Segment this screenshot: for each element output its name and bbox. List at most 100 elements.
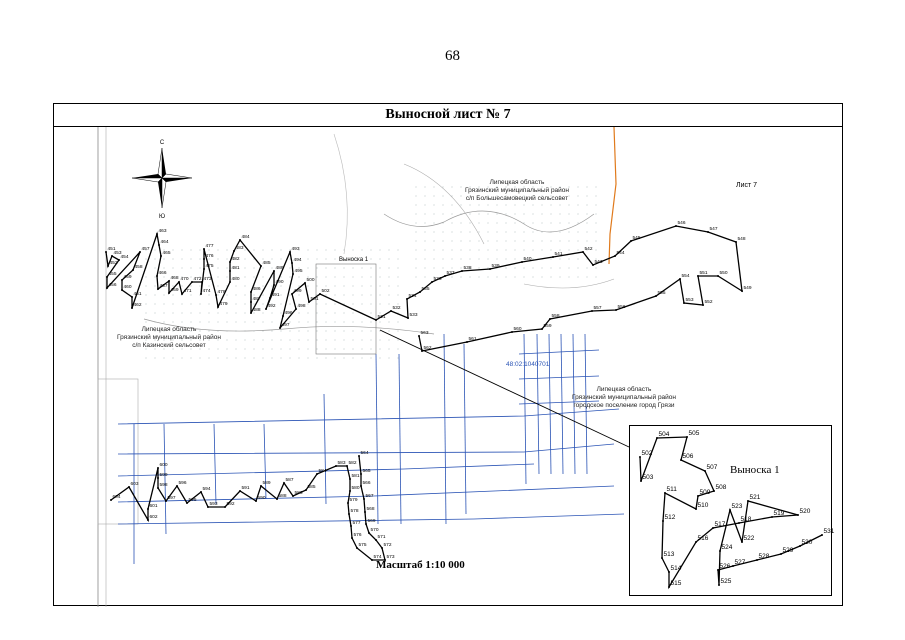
boundary-point-559 [541,328,543,330]
point-label-498: 498 [298,303,306,309]
point-label-504: 504 [659,431,670,438]
boundary-point-475 [203,268,205,270]
boundary-point-494 [291,262,293,264]
compass-south: Ю [159,214,165,220]
boundary-point-554 [679,278,681,280]
boundary-point-482 [229,261,231,263]
boundary-point-584 [316,473,318,475]
point-label-540: 540 [524,256,532,262]
boundary-point-544 [614,255,616,257]
point-label-600: 600 [160,462,168,468]
point-label-524: 524 [722,544,733,551]
boundary-point-455 [106,276,108,278]
boundary-point-503 [640,480,642,482]
boundary-point-602 [147,519,149,521]
boundary-point-517 [712,527,714,529]
upper-boundary: 4514524534544554564574584594604614624634… [105,220,752,352]
boundary-point-600 [157,467,159,469]
point-label-493: 493 [292,246,300,252]
boundary-point-569 [365,523,367,525]
boundary-point-530 [799,545,801,547]
point-label-502: 502 [642,450,653,457]
point-label-521: 521 [750,494,761,501]
boundary-point-500 [304,282,306,284]
point-label-458: 458 [135,264,143,270]
point-label-542: 542 [585,246,593,252]
boundary-point-483 [233,250,235,252]
boundary-point-594 [200,491,202,493]
water-network [117,333,625,564]
boundary-point-465 [160,255,162,257]
boundary-line [639,436,823,590]
sheet-title: Выносной лист № 7 [54,104,842,127]
boundary-point-474 [200,293,202,295]
boundary-point-590 [255,500,257,502]
point-label-544: 544 [617,250,625,256]
point-label-550: 550 [720,270,728,276]
point-label-513: 513 [664,551,675,558]
boundary-point-536 [431,281,433,283]
point-label-454: 454 [121,254,129,260]
cadastral-number: 48:02:1040701 [506,361,550,368]
point-label-571: 571 [378,534,386,540]
point-label-527: 527 [735,559,746,566]
boundary-point-512 [662,520,664,522]
point-label-598: 598 [160,482,168,488]
point-label-586: 586 [295,490,303,496]
inset-marker-label: Выноска 1 [339,257,369,263]
point-label-530: 530 [802,539,813,546]
point-label-480: 480 [232,276,240,282]
point-label-531: 531 [378,314,386,320]
point-label-463: 463 [159,228,167,234]
point-label-582: 582 [349,460,357,466]
boundary-point-460 [121,289,123,291]
point-label-531: 531 [824,528,835,535]
boundary-point-502 [319,293,321,295]
map-sheet: Выносной лист № 7 [53,103,843,607]
boundary-point-542 [582,251,584,253]
boundary-point-549 [741,290,743,292]
boundary-point-515 [668,586,670,588]
point-label-558: 558 [552,313,560,319]
point-label-475: 475 [206,263,214,269]
point-label-478: 478 [218,289,226,295]
sheet-label: Лист 7 [736,182,758,189]
point-label-547: 547 [710,226,718,232]
boundary-point-481 [229,270,231,272]
boundary-point-562 [421,350,423,352]
boundary-point-588 [276,498,278,500]
point-label-522: 522 [744,535,755,542]
point-label-456: 456 [109,282,117,288]
boundary-point-576 [351,537,353,539]
point-label-590: 590 [258,495,266,501]
point-label-510: 510 [698,502,709,509]
boundary-point-526 [717,569,719,571]
boundary-point-596 [176,485,178,487]
point-label-599: 599 [160,472,168,478]
boundary-point-527 [732,565,734,567]
point-label-533: 533 [410,312,418,318]
point-label-573: 573 [387,554,395,560]
point-label-486: 486 [253,286,261,292]
boundary-point-472 [191,281,193,283]
point-label-581: 581 [352,473,360,479]
boundary-point-591 [239,490,241,492]
boundary-point-581 [349,478,351,480]
point-label-541: 541 [555,251,563,257]
point-label-538: 538 [464,265,472,271]
point-label-583: 583 [338,460,346,466]
boundary-point-506 [680,459,682,461]
boundary-point-550 [717,275,719,277]
point-label-554: 554 [682,273,690,279]
point-label-552: 552 [705,299,713,305]
boundary-point-585 [305,489,307,491]
boundary-point-556 [615,309,617,311]
boundary-point-477 [203,248,205,250]
boundary-point-507 [704,470,706,472]
point-label-529: 529 [783,547,794,554]
boundary-point-529 [780,553,782,555]
point-label-481: 481 [232,265,240,271]
point-label-575: 575 [359,542,367,548]
